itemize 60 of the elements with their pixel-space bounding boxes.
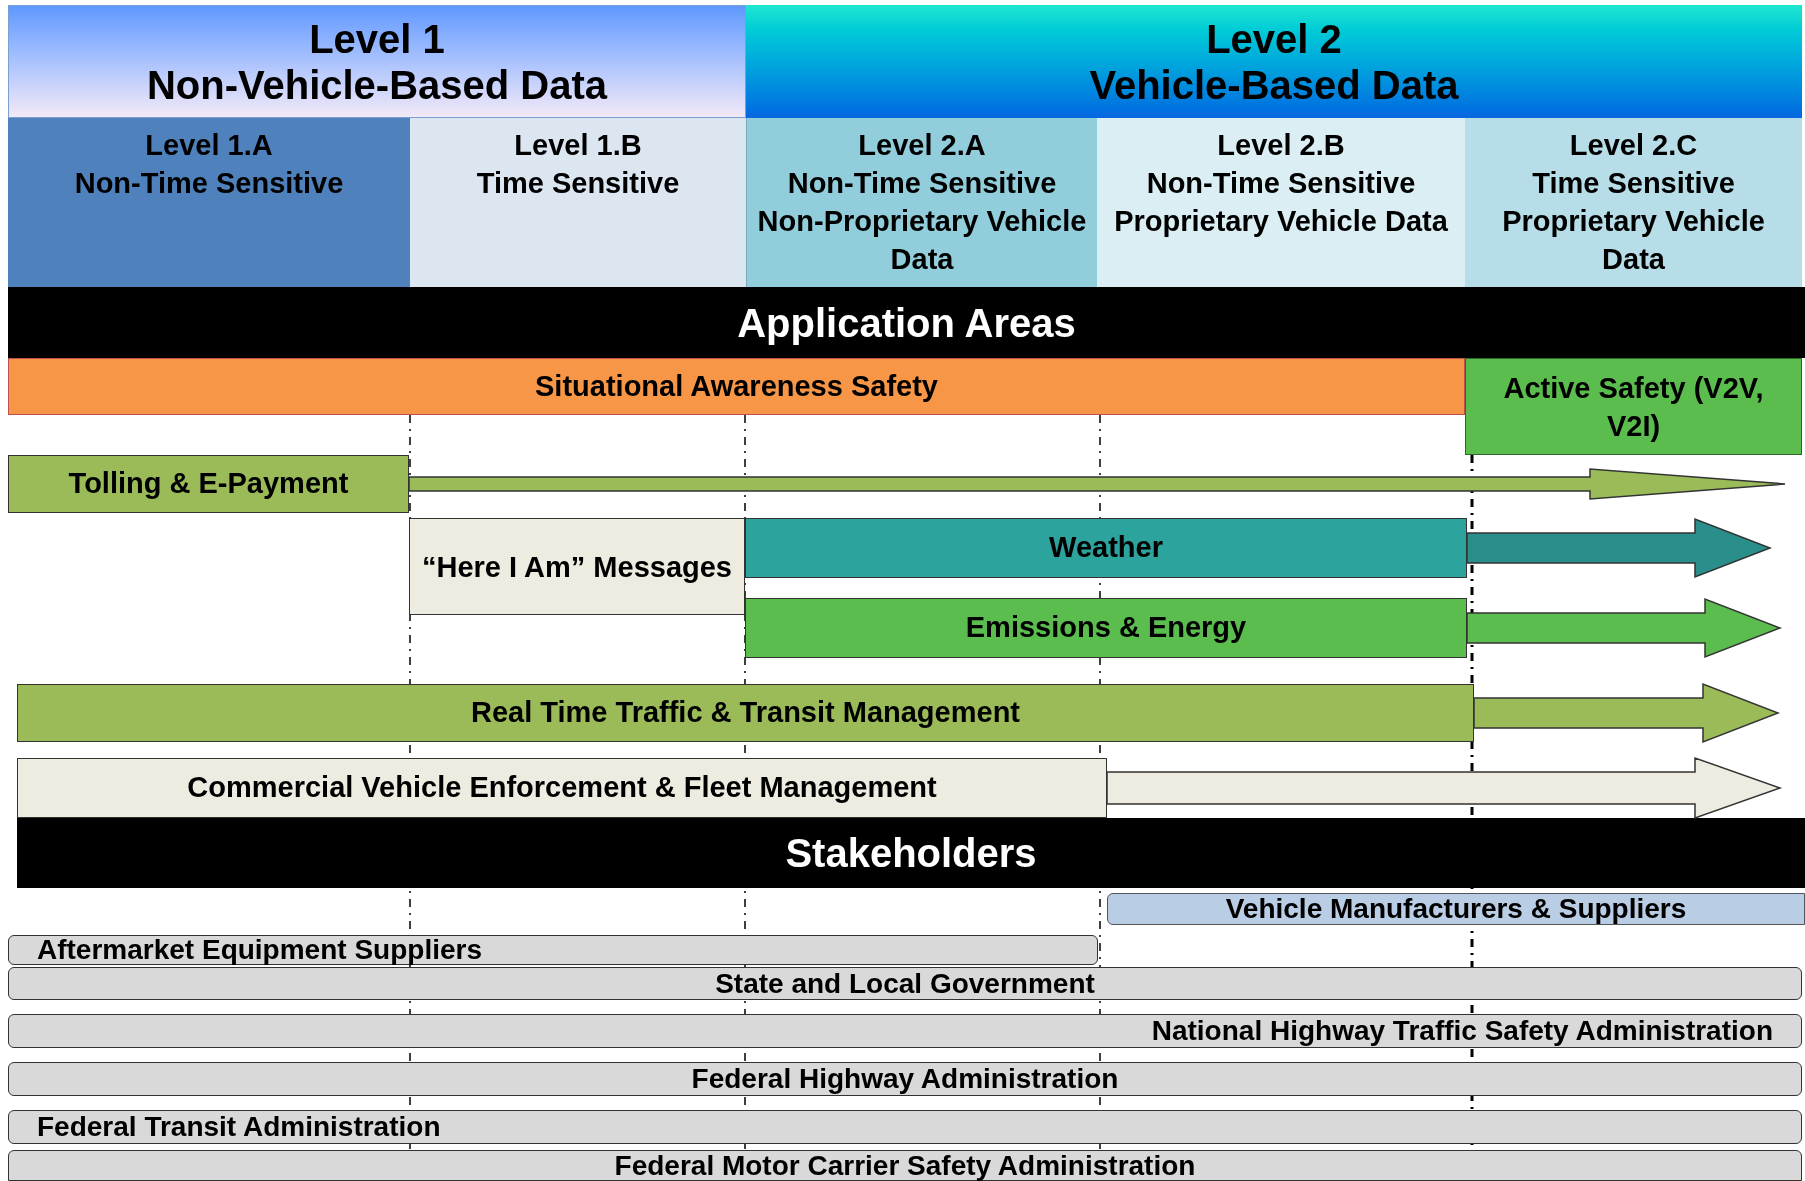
level-title: Level 2.B (1216, 128, 1346, 163)
stakeholder-bar (8, 1062, 1802, 1096)
level-header (746, 5, 1802, 118)
level-title: Level 1 (308, 15, 446, 62)
bar-label: Federal Transit Administration (36, 1113, 442, 1141)
bar-label: Active Safety (V2V, V2I) (1502, 370, 1765, 444)
stakeholder-bar (1107, 893, 1805, 925)
application-bar (1465, 358, 1802, 455)
bar-label: Federal Motor Carrier Safety Administration (613, 1151, 1197, 1180)
bar-label: Non-Time Sensitive (73, 166, 345, 201)
level-title: Level 1.B (513, 128, 643, 163)
stakeholder-bar (8, 935, 1098, 965)
bar-label: Non-Vehicle-Based Data (145, 61, 609, 108)
bar-label: Time Sensitive Proprietary Vehicle Data (1501, 166, 1766, 277)
level-box (1465, 118, 1802, 287)
bar-label: Aftermarket Equipment Suppliers (36, 936, 483, 964)
level-box (1097, 118, 1465, 287)
application-bar (17, 684, 1474, 742)
application-bar (17, 758, 1107, 818)
stakeholder-bar (8, 967, 1802, 1000)
level-title: Level 2.C (1568, 128, 1699, 163)
bar-label: Weather (1048, 530, 1164, 566)
bar-label: “Here I Am” Messages (421, 549, 733, 585)
bar-label: Non-Time Sensitive Non-Proprietary Vehicle Data (756, 166, 1088, 277)
level-box (746, 118, 1097, 287)
application-bar (745, 518, 1467, 578)
bar-label: Vehicle Manufacturers & Suppliers (1224, 895, 1688, 923)
level-box (410, 118, 746, 287)
bar-label: Stakeholders (784, 830, 1038, 877)
section-band (17, 818, 1805, 888)
bar-label: Emissions & Energy (964, 610, 1248, 646)
level-title: Level 1.A (144, 128, 274, 163)
bar-label: State and Local Government (714, 969, 1096, 998)
block-arrow (1466, 597, 1783, 659)
level-box (8, 118, 410, 287)
bar-label: Tolling & E-Payment (67, 466, 350, 502)
bar-label: Non-Time Sensitive Proprietary Vehicle Data (1113, 166, 1449, 239)
stakeholder-bar (8, 1150, 1802, 1181)
block-arrow (1473, 682, 1781, 744)
section-band (8, 287, 1805, 358)
bar-label: Real Time Traffic & Transit Management (470, 695, 1021, 731)
level-title: Level 2.A (857, 128, 987, 163)
bar-label: Federal Highway Administration (690, 1065, 1120, 1093)
bar-label: Application Areas (736, 299, 1077, 347)
application-bar (409, 518, 745, 615)
stakeholder-bar (8, 1110, 1802, 1144)
bar-label: Time Sensitive (475, 166, 681, 201)
application-bar (8, 455, 409, 513)
level-header (8, 5, 746, 118)
bar-label: National Highway Traffic Safety Administration (1150, 1017, 1774, 1045)
bar-label: Commercial Vehicle Enforcement & Fleet Management (186, 770, 938, 806)
block-arrow (408, 468, 1786, 500)
application-bar (8, 358, 1465, 415)
block-arrow (1466, 517, 1773, 579)
level-title: Level 2 (1205, 15, 1343, 62)
bar-label: Situational Awareness Safety (534, 368, 939, 404)
stakeholder-bar (8, 1014, 1802, 1048)
block-arrow (1106, 756, 1783, 820)
bar-label: Vehicle-Based Data (1088, 61, 1460, 108)
application-bar (745, 598, 1467, 658)
